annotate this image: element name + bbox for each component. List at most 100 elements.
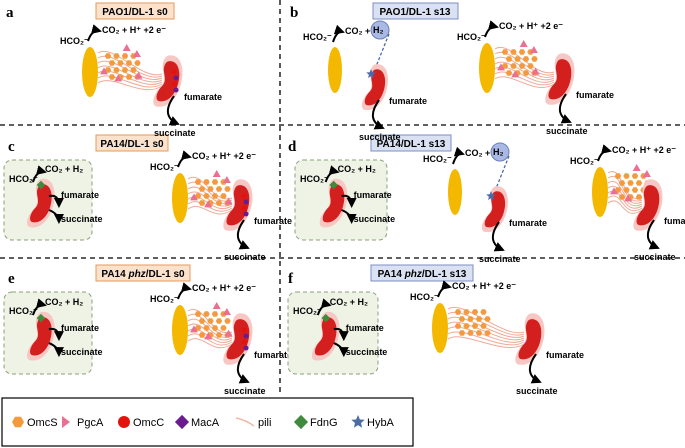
fdng-marker	[36, 313, 46, 323]
omcs-marker	[194, 311, 202, 317]
fumarate-label: fumarate	[354, 190, 392, 200]
omcs-marker	[194, 193, 202, 199]
omcc-maca-marker	[241, 327, 247, 333]
omcs-marker	[510, 49, 517, 55]
omcs-marker	[475, 330, 483, 336]
co2-h2-label: CO₂ + H₂	[330, 297, 368, 307]
omcc-maca-marker	[173, 87, 179, 93]
legend-label-fdng: FdnG	[310, 417, 338, 429]
legend-item-pgca: PgcA	[62, 416, 104, 429]
omcc-maca-marker	[243, 211, 249, 217]
formate-oxidation-arrow	[597, 144, 612, 162]
panel-letter-f: f	[288, 271, 294, 287]
omcs-marker	[108, 74, 116, 80]
pgca-marker	[224, 329, 233, 337]
omcs-marker	[467, 330, 474, 336]
panel-letter-d: d	[288, 139, 297, 155]
omcc-maca-marker	[241, 193, 247, 199]
legend-label-pili: pili	[258, 417, 271, 429]
hyba-marker	[486, 191, 496, 200]
h2-label: H₂	[493, 147, 504, 157]
panel-letter-c: c	[8, 139, 15, 155]
omcs-marker	[627, 180, 634, 186]
omcs-marker	[618, 180, 626, 186]
pgca-marker	[610, 187, 618, 195]
omcs-marker	[471, 309, 479, 315]
legend-label-omcc: OmcC	[133, 417, 164, 429]
pgca-marker	[632, 164, 641, 171]
succinate-label: succinate	[154, 128, 196, 138]
omcc-maca-marker	[241, 339, 247, 345]
formate-label: HCO₂⁻	[150, 162, 179, 172]
omcs-marker	[531, 56, 538, 62]
omcs-marker	[514, 56, 521, 62]
pgca-marker	[511, 70, 520, 78]
legend-label-maca: MacA	[191, 417, 220, 429]
omcs-marker	[121, 67, 129, 73]
geobacter-cell	[82, 47, 98, 97]
fdng-icon	[293, 414, 309, 430]
omcs-marker	[454, 323, 462, 329]
panel-letter-b: b	[290, 5, 298, 21]
fumarate-label: fumarate	[254, 350, 292, 360]
formate-label: HCO₂⁻	[300, 174, 329, 184]
pgca-marker	[204, 332, 213, 340]
svg-text:PAO1/DL-1 s13: PAO1/DL-1 s13	[380, 7, 451, 18]
omcs-marker	[518, 63, 526, 69]
pgca-marker	[100, 67, 108, 75]
omcs-marker	[224, 186, 231, 192]
maca-icon	[174, 414, 190, 430]
omcs-marker	[614, 187, 622, 193]
omcs-marker	[454, 309, 462, 315]
co2-label: CO₂ +	[345, 26, 370, 36]
svg-text:PAO1/DL-1 s0: PAO1/DL-1 s0	[102, 7, 168, 18]
fumarate-label: fumarate	[546, 350, 584, 360]
omcs-marker	[623, 187, 630, 193]
co2-label: CO₂ +	[465, 148, 490, 158]
pgca-marker	[122, 44, 131, 51]
products-label: CO₂ + H⁺ +2 e⁻	[499, 21, 563, 31]
omcs-marker	[522, 70, 530, 76]
panel-title-d: PA14/DL-1 s13	[370, 134, 452, 152]
svg-text:PA14 phz/DL-1 s13: PA14 phz/DL-1 s13	[378, 269, 467, 280]
omcs-marker	[207, 318, 214, 324]
pseudomonas-cell	[27, 311, 55, 361]
formate-label: HCO₂⁻	[410, 292, 439, 302]
legend-label-omcs: OmcS	[27, 417, 58, 429]
succinate-label: succinate	[61, 214, 103, 224]
succinate-arrow	[48, 209, 64, 224]
legend-label-hyba: HybA	[367, 417, 395, 429]
fumarate-label: fumarate	[576, 90, 614, 100]
formate-label: HCO₂⁻	[9, 174, 38, 184]
omcs-marker	[113, 53, 120, 59]
formate-label: HCO₂⁻	[457, 32, 486, 42]
formate-oxidation-arrow	[32, 165, 47, 183]
omcs-marker	[198, 318, 206, 324]
formate-label: HCO₂⁻	[150, 294, 179, 304]
formate-label: HCO₂⁻	[303, 32, 332, 42]
omcc-maca-marker	[243, 199, 249, 205]
omcs-marker	[203, 311, 210, 317]
omcs-marker	[215, 318, 223, 324]
fumarate-label: fumarate	[61, 190, 99, 200]
formate-label: HCO₂⁻	[423, 154, 452, 164]
panel-title-e: PA14 phz/DL-1 s0	[95, 264, 191, 282]
omcs-marker	[203, 179, 210, 185]
pseudomonas-cell	[481, 186, 508, 233]
succinate-label: succinate	[346, 347, 388, 357]
formate-oxidation-arrow	[316, 298, 332, 316]
h2-label: H₂	[373, 25, 384, 35]
legend-item-omcs: OmcS	[12, 416, 58, 429]
products-label: CO₂ + H⁺ +2 e⁻	[192, 283, 256, 293]
panel-dividers	[0, 0, 685, 395]
h2-bubble	[490, 142, 510, 162]
omcc-maca-marker	[243, 345, 249, 351]
fumarate-label: fumarate	[184, 92, 222, 102]
hyba-icon	[351, 415, 365, 428]
omcs-marker	[501, 63, 509, 69]
omcs-marker	[463, 309, 470, 315]
omcs-marker	[211, 311, 219, 317]
pgca-marker	[224, 197, 233, 205]
fdng-marker	[36, 180, 46, 190]
pgca-marker	[531, 67, 540, 75]
